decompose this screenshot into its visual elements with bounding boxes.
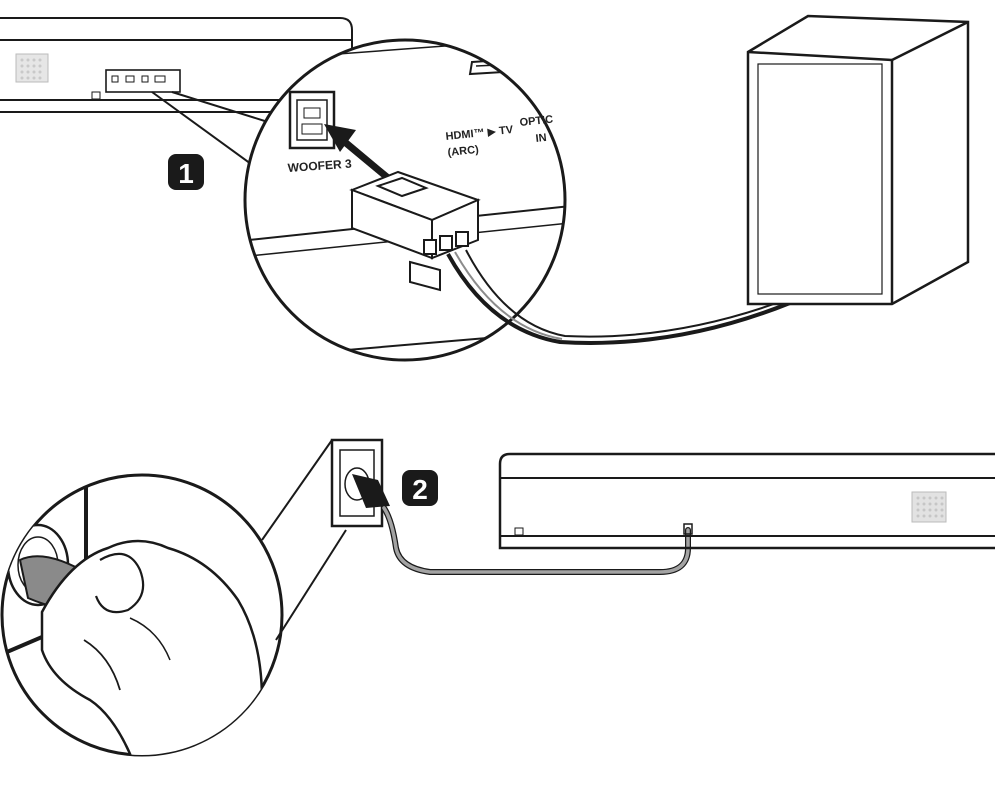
zoom-circle-hand-plug [0,470,282,780]
optical-port-label-line2: IN [535,132,547,145]
speaker-grille-top [16,54,48,82]
speaker-grille-bottom [912,492,946,522]
power-cable [384,508,688,572]
step-2-number: 2 [412,474,428,505]
step-1-badge: 1 [168,154,204,190]
step-1-number: 1 [178,158,194,189]
subwoofer [748,16,968,304]
wall-outlet [332,440,390,526]
step-2-badge: 2 [402,470,438,506]
